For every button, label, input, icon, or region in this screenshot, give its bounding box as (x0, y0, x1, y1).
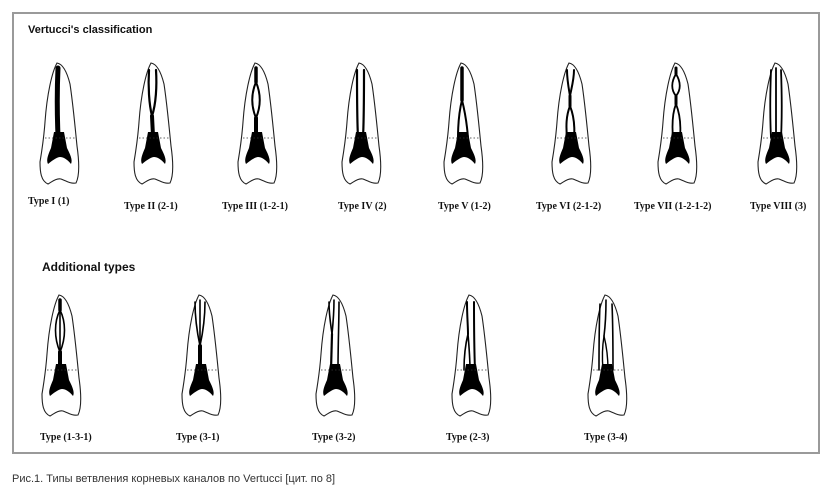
additional-types-title: Additional types (42, 260, 136, 274)
tooth-diagram-type-1 (39, 62, 80, 185)
tooth-diagram-type-3 (237, 62, 278, 185)
type-label-4: Type IV (2) (338, 201, 387, 212)
additional-label-1: Type (1-3-1) (40, 432, 92, 443)
type-label-2: Type II (2-1) (124, 201, 178, 212)
type-label-1: Type I (1) (28, 196, 70, 207)
type-label-5: Type V (1-2) (438, 201, 491, 212)
tooth-diagram-type-2 (133, 62, 174, 185)
figure-title: Vertucci's classification (28, 24, 153, 36)
tooth-diagram-additional-4 (451, 294, 492, 417)
tooth-diagram-type-5 (443, 62, 484, 185)
additional-label-5: Type (3-4) (584, 432, 628, 443)
tooth-diagram-type-6 (551, 62, 592, 185)
tooth-diagram-additional-5 (587, 294, 628, 417)
additional-label-3: Type (3-2) (312, 432, 356, 443)
type-label-8: Type VIII (3) (750, 201, 807, 212)
additional-label-4: Type (2-3) (446, 432, 490, 443)
type-label-3: Type III (1-2-1) (222, 201, 288, 212)
type-label-7: Type VII (1-2-1-2) (634, 201, 712, 212)
tooth-diagram-additional-2 (181, 294, 222, 417)
type-label-6: Type VI (2-1-2) (536, 201, 602, 212)
tooth-diagram-type-8 (757, 62, 798, 185)
tooth-diagram-additional-1 (41, 294, 82, 417)
figure-frame: Vertucci's classification Additional typ… (12, 12, 820, 454)
tooth-diagram-type-4 (341, 62, 382, 185)
tooth-diagram-type-7 (657, 62, 698, 185)
additional-label-2: Type (3-1) (176, 432, 220, 443)
tooth-diagram-additional-3 (315, 294, 356, 417)
figure-caption: Рис.1. Типы ветвления корневых каналов п… (12, 473, 336, 485)
